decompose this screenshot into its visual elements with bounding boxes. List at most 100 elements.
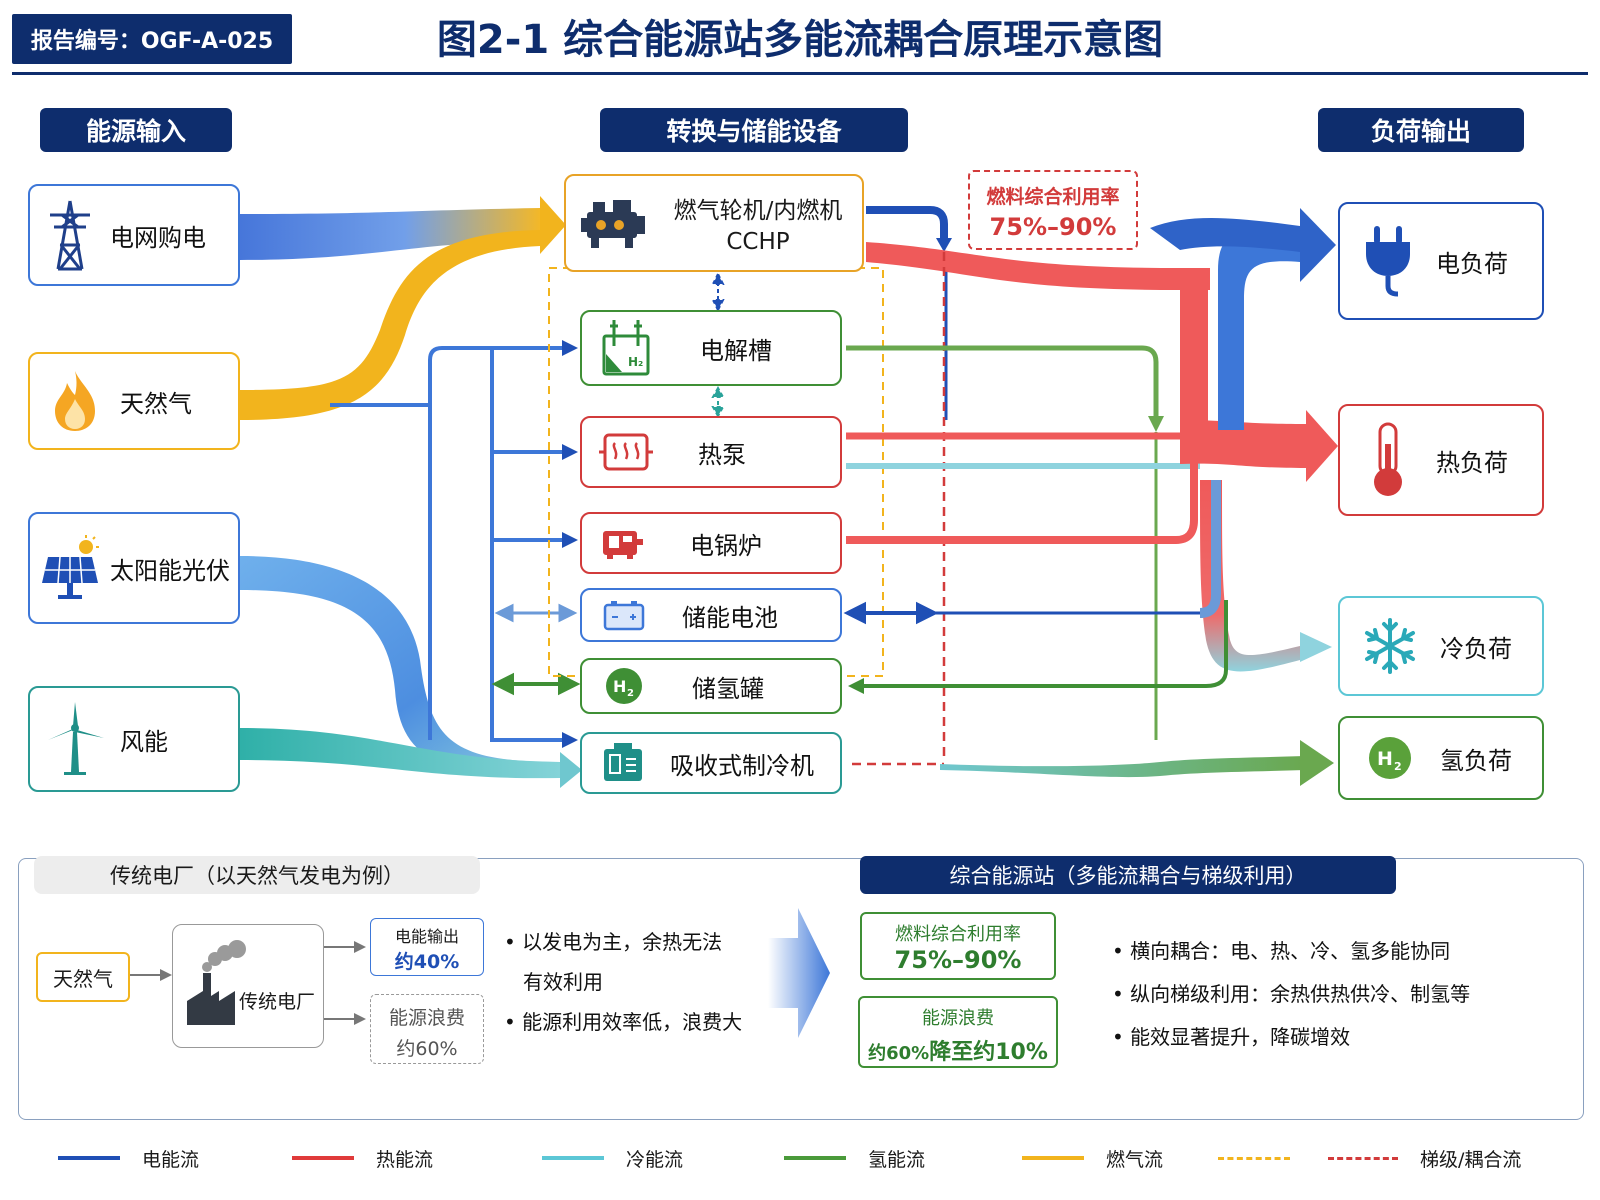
device-battery: 储能电池: [580, 588, 842, 642]
legend-gas-dashed: [1218, 1146, 1312, 1170]
legend-gas: 燃气流: [1022, 1146, 1164, 1171]
elec-output-value: 约40%: [394, 951, 460, 973]
flow-h2tank-return: [860, 600, 1228, 688]
legend-heat: 热能流: [292, 1146, 433, 1171]
legend-swatch: [292, 1156, 354, 1160]
svg-text:2: 2: [627, 688, 634, 699]
arrow-plant-to-electricity: [324, 941, 366, 953]
flow-boiler-heat: [846, 450, 1198, 544]
bullet-item: • 纵向梯级利用：余热供热供冷、制氢等: [1112, 982, 1471, 1006]
wind-turbine-icon: [30, 702, 120, 776]
device-label: 电锅炉: [690, 531, 762, 560]
elec-output-title: 电能输出: [394, 927, 459, 946]
output-heat-load: 热负荷: [1338, 404, 1544, 516]
bullet-item-continued: 有效利用: [523, 970, 603, 994]
legend-label: 氢能流: [868, 1148, 926, 1171]
factory-icon: [187, 940, 246, 1025]
column-heading-outputs: 负荷输出: [1318, 108, 1524, 152]
integrated-waste-change: 约60%降至约10%: [860, 1034, 1056, 1066]
device-label: 吸收式制冷机: [670, 751, 814, 780]
arrow-plant-to-waste: [324, 1013, 366, 1025]
report-number-badge: 报告编号：OGF-A-025: [12, 14, 292, 64]
device-label: 储氢罐: [692, 674, 764, 703]
flow-grid-to-cchp: [240, 208, 540, 260]
snowflake-icon: [1340, 616, 1440, 676]
flow-heat-trunk: [1180, 268, 1208, 430]
util-title: 燃料综合利用率: [895, 924, 1021, 945]
legend-electricity: 电能流: [58, 1146, 200, 1171]
arrowhead-cchp-input: [540, 196, 566, 254]
callout-value: 75%–90%: [989, 213, 1117, 241]
flow-elec-to-load: [1218, 228, 1300, 430]
input-label: 太阳能光伏: [110, 556, 230, 585]
svg-text:H: H: [1377, 748, 1393, 770]
flow-solar-to-devices: [240, 556, 560, 778]
traditional-plant-label: 传统电厂: [239, 991, 316, 1013]
flow-cchp-heat: [866, 242, 1210, 290]
electrolyzer-icon: H₂: [582, 318, 670, 378]
title-divider: [12, 72, 1588, 75]
column-heading-inputs: 能源输入: [40, 108, 232, 152]
arrowhead-h2tank: [848, 678, 864, 694]
arrowhead-elec-load: [1300, 208, 1336, 282]
plug-icon: [1340, 224, 1436, 298]
traditional-electricity-output: 电能输出 约40%: [370, 918, 484, 976]
input-natural-gas: 天然气: [28, 352, 240, 450]
integrated-waste-title: 能源浪费: [922, 1008, 994, 1029]
electric-bus: [330, 346, 562, 743]
device-electrolyzer: H₂ 电解槽: [580, 310, 842, 386]
power-tower-icon: [30, 199, 110, 271]
comparison-panel: [18, 858, 1584, 1120]
bullet-item: • 横向耦合：电、热、冷、氢多能协同: [1112, 939, 1451, 963]
integrated-station-heading: 综合能源站（多能流耦合与梯级利用）: [860, 856, 1396, 894]
output-cold-load: 冷负荷: [1338, 596, 1544, 696]
svg-text:H₂: H₂: [628, 355, 643, 369]
arrowhead-chiller-input: [560, 752, 582, 788]
traditional-bullet-list: • 以发电为主，余热无法 有效利用 • 能源利用效率低，浪费大: [504, 922, 754, 1042]
boiler-icon: [582, 525, 662, 561]
flow-heat-to-load: [1180, 420, 1306, 468]
device-label: 热泵: [698, 440, 746, 469]
device-heat-pump: 热泵: [580, 416, 842, 488]
h2-tank-input-arrow: [491, 672, 581, 696]
legend-cascade: 梯级/耦合流: [1328, 1146, 1522, 1171]
chiller-icon: [582, 741, 664, 785]
bullet-item: • 以发电为主，余热无法: [504, 930, 723, 954]
cchp-subtitle: CCHP: [726, 229, 790, 255]
legend-label: 电能流: [142, 1148, 200, 1171]
cchp-name: 燃气轮机/内燃机: [673, 198, 843, 224]
device-absorption-chiller: 吸收式制冷机: [580, 732, 842, 794]
arrowhead-electrolyzer-h2: [1148, 416, 1164, 432]
flow-elec-to-load-top: [1150, 217, 1300, 252]
column-heading-devices: 转换与储能设备: [600, 108, 908, 152]
legend-label: 冷能流: [626, 1148, 684, 1171]
device-electric-boiler: 电锅炉: [580, 512, 842, 574]
traditional-input-gas: 天然气: [36, 952, 130, 1002]
output-label: 电负荷: [1436, 249, 1508, 278]
traditional-energy-waste: 能源浪费 约60%: [370, 994, 484, 1064]
legend-label: 梯级/耦合流: [1420, 1148, 1522, 1171]
legend-swatch: [542, 1156, 604, 1160]
output-electric-load: 电负荷: [1338, 202, 1544, 320]
page-title: 图2-1 综合能源站多能流耦合原理示意图: [436, 17, 1164, 63]
input-grid-electricity: 电网购电: [28, 184, 240, 286]
output-label: 热负荷: [1436, 448, 1508, 477]
input-solar-pv: 太阳能光伏: [28, 512, 240, 624]
bullet-item: • 能效显著提升，降碳增效: [1112, 1025, 1351, 1049]
svg-text:H: H: [613, 677, 626, 696]
arrow-gas-to-plant: [130, 969, 172, 981]
thermometer-icon: [1340, 422, 1436, 498]
legend-label: 燃气流: [1106, 1148, 1164, 1171]
traditional-plant-box: 传统电厂: [172, 924, 324, 1048]
bullet-item: • 能源利用效率低，浪费大: [504, 1010, 743, 1034]
legend-hydrogen: 氢能流: [784, 1146, 926, 1171]
util-value: 75%–90%: [894, 946, 1022, 974]
flow-gas-to-cchp: [240, 230, 540, 420]
flow-electrolyzer-h2: [846, 345, 1159, 418]
battery-icon: [582, 599, 666, 631]
callout-title: 燃料综合利用率: [986, 186, 1120, 208]
output-label: 冷负荷: [1440, 634, 1512, 663]
